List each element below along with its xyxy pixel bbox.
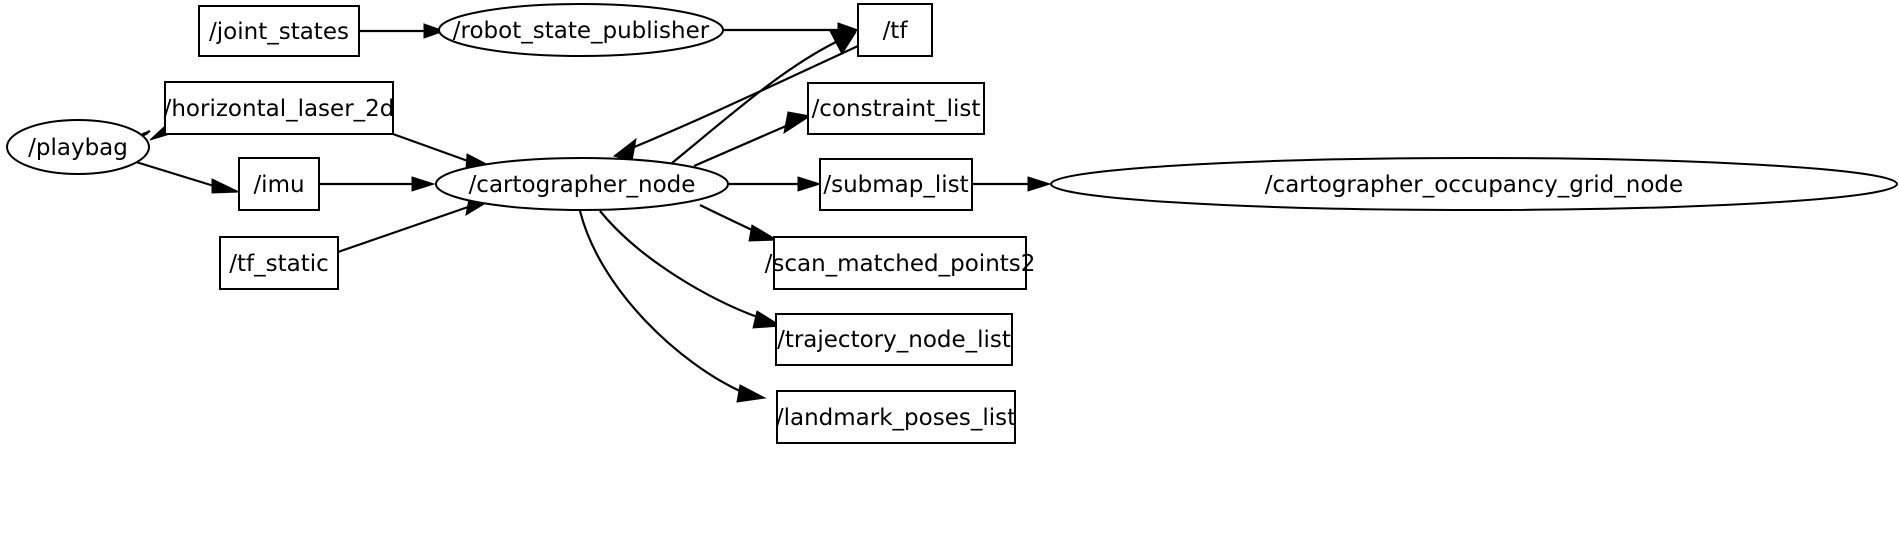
node-landmark-poses-list-label: /landmark_poses_list bbox=[776, 405, 1016, 431]
edge-cartographer-node-to-tf bbox=[671, 30, 857, 164]
node-scan-matched-points2[interactable]: /scan_matched_points2 bbox=[765, 236, 1036, 290]
node-robot-state-publisher-label: /robot_state_publisher bbox=[453, 18, 710, 44]
edge-imu-to-cartographer-node bbox=[319, 176, 436, 192]
edge-cartographer-node-to-constraint-list bbox=[693, 111, 812, 168]
edge-cartographer-node-to-landmark-poses-list bbox=[578, 210, 767, 403]
node-playbag-label: /playbag bbox=[28, 135, 128, 161]
node-imu[interactable]: /imu bbox=[238, 157, 320, 211]
node-playbag[interactable]: /playbag bbox=[6, 119, 150, 175]
edge-cartographer-node-to-trajectory-node-list bbox=[599, 210, 783, 329]
node-joint-states[interactable]: /joint_states bbox=[198, 5, 360, 57]
edge-cartographer-node-to-scan-matched-points2 bbox=[699, 204, 779, 242]
node-cartographer-node[interactable]: /cartographer_node bbox=[435, 157, 729, 211]
node-layer: /joint_states /robot_state_publisher /tf… bbox=[6, 3, 1898, 444]
node-trajectory-node-list[interactable]: /trajectory_node_list bbox=[775, 313, 1013, 366]
node-imu-label: /imu bbox=[253, 172, 304, 198]
node-tf[interactable]: /tf bbox=[857, 3, 933, 57]
node-cartographer-occupancy-grid-node[interactable]: /cartographer_occupancy_grid_node bbox=[1050, 157, 1898, 211]
node-submap-list-label: /submap_list bbox=[823, 172, 968, 198]
edge-horizontal-laser-2d-to-cartographer-node bbox=[392, 132, 496, 170]
node-robot-state-publisher[interactable]: /robot_state_publisher bbox=[438, 3, 724, 57]
edge-cartographer-node-to-submap-list bbox=[728, 176, 822, 192]
edge-playbag-to-imu bbox=[135, 160, 240, 194]
node-scan-matched-points2-label: /scan_matched_points2 bbox=[765, 251, 1036, 277]
node-trajectory-node-list-label: /trajectory_node_list bbox=[777, 327, 1011, 353]
node-cartographer-occupancy-grid-node-label: /cartographer_occupancy_grid_node bbox=[1265, 172, 1683, 198]
edge-submap-list-to-cartographer-occupancy-grid-node bbox=[972, 176, 1052, 192]
node-constraint-list[interactable]: /constraint_list bbox=[807, 82, 985, 135]
node-tf-static-label: /tf_static bbox=[229, 251, 329, 277]
node-horizontal-laser-2d[interactable]: /horizontal_laser_2d bbox=[164, 81, 395, 135]
edge-joint-states-to-robot-state-publisher bbox=[359, 23, 446, 39]
node-tf-static[interactable]: /tf_static bbox=[219, 236, 339, 290]
node-constraint-list-label: /constraint_list bbox=[812, 96, 981, 122]
edge-tf-static-to-cartographer-node bbox=[337, 193, 496, 254]
node-horizontal-laser-2d-label: /horizontal_laser_2d bbox=[164, 96, 395, 122]
node-submap-list[interactable]: /submap_list bbox=[819, 158, 973, 211]
node-landmark-poses-list[interactable]: /landmark_poses_list bbox=[776, 390, 1016, 444]
node-joint-states-label: /joint_states bbox=[209, 19, 349, 45]
node-tf-label: /tf bbox=[883, 18, 909, 44]
node-cartographer-node-label: /cartographer_node bbox=[469, 172, 696, 198]
